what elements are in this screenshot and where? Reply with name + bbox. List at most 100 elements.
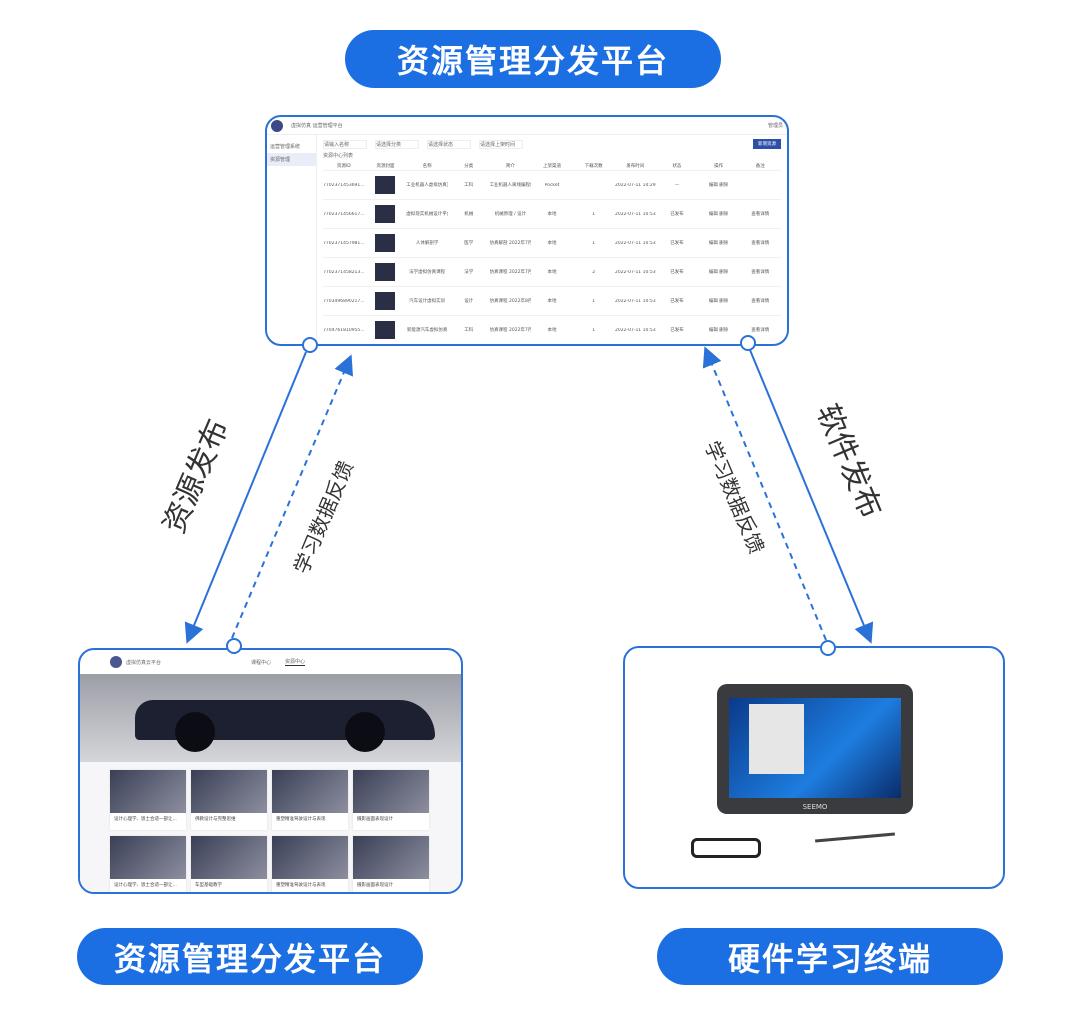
card-image [191,836,267,879]
table-cell: 仿真课程 2022年8月-2025年8月 [489,299,532,304]
nav-resources[interactable]: 资源中心 [285,659,306,666]
table-cell: 2022-07-11 14:29 [615,182,656,188]
resource-publish-arrow [184,351,307,644]
portal-screenshot: 虚拟仿真云平台 课程中心 资源中心 设计心理学、恩士合适一部让...佛教设计与完… [78,648,463,894]
label-resource-publish: 资源发布 [157,414,236,538]
terminal-screen [729,698,901,798]
table-cell[interactable]: 编辑 删除 [708,183,729,188]
filter-date[interactable]: 请选择上架时间 [479,139,523,149]
resource-thumbnail [365,205,407,223]
user-name: 管理员 [767,123,783,129]
resource-card[interactable]: 车型基础教学 [191,836,267,892]
resource-card[interactable]: 摄影画面表现设计 [353,770,429,830]
resource-thumbnail [365,321,407,339]
column-header: 上架渠道 [543,163,562,169]
table-cell: 人体解剖学 [415,241,439,246]
table-cell: 本地 [547,241,557,246]
table-cell: 7704761810955... [323,327,365,333]
card-image [272,836,348,879]
filter-category[interactable]: 请选择分类 [375,139,419,149]
table-cell[interactable]: 查看详情 [751,299,770,304]
resource-card[interactable]: 重塑精准驾驶设计与表现 [272,836,348,892]
resource-card[interactable]: 重塑精准驾驶设计与表现 [272,770,348,830]
card-image [353,836,429,879]
card-image [110,770,186,813]
table-cell: 7702371456617... [323,211,365,217]
resource-card[interactable]: 佛教设计与完整思维 [191,770,267,830]
column-header: 下载次数 [584,163,603,169]
column-header: 状态 [672,163,682,169]
table-cell[interactable]: 编辑 删除 [708,299,729,304]
card-title: 设计心理学、恩士合适一部让... [114,817,177,822]
software-publish-arrow [749,349,874,644]
filter-status[interactable]: 请选择状态 [427,139,471,149]
admin-screenshot: 虚拟仿真 运营管理平台 管理员 运营管理系统 资源管理 请输入名称 请选择分类 … [265,115,789,346]
connector-dot [302,337,318,353]
table-cell: 已发布 [670,212,684,217]
table-cell[interactable]: 编辑 删除 [708,270,729,275]
column-header: 名称 [422,163,432,169]
label-feedback-left: 学习数据反馈 [289,457,358,577]
table-cell[interactable]: 查看详情 [751,270,770,275]
column-header: 简介 [505,163,515,169]
terminal-device: SEEMO [717,684,913,814]
table-cell: 医学 [464,241,474,246]
table-cell: 1 [592,298,596,304]
resource-card[interactable]: 摄影画面表现设计 [353,836,429,892]
add-resource-button[interactable]: 新增资源 [753,139,781,149]
table-cell: 1 [592,240,596,246]
resource-thumbnail [365,263,407,281]
connector-dot [820,640,836,656]
card-title: 设计心理学、恩士合适一部让... [114,883,177,888]
nav-courses[interactable]: 课程中心 [251,659,272,666]
table-cell: 已发布 [670,241,684,246]
hero-banner [80,674,461,762]
table-cell: 机械 [464,212,474,217]
table-cell: 机械原理 / 设计 [494,212,527,217]
table-cell: 2022-07-11 10:53 [615,327,656,333]
table-cell: 新能源汽车虚拟仿真 [406,328,448,333]
bottom-right-title-pill: 硬件学习终端 [657,928,1003,985]
label-software-publish: 软件发布 [809,399,888,523]
table-cell: 仿真课程 2022年7月-2025年7月 [489,270,532,275]
column-header: 备注 [755,163,765,169]
table-cell[interactable]: 查看详情 [751,241,770,246]
table-row: 7702371453691...工业机器人虚拟仿真实训系统工科工业机器人离线编程… [323,171,781,200]
card-title: 重塑精准驾驶设计与表现 [276,817,326,822]
table-cell[interactable]: 编辑 删除 [708,212,729,217]
card-image [191,770,267,813]
table-cell: 已发布 [670,328,684,333]
table-cell[interactable]: 查看详情 [751,212,770,217]
column-header: 发布时间 [626,163,645,169]
feedback-arrow-right [702,346,827,641]
bottom-left-title-pill: 资源管理分发平台 [77,928,423,985]
logo-icon [110,656,122,668]
resource-thumbnail [365,176,407,194]
card-title: 车型基础教学 [195,883,222,888]
table-cell: 仿真解剖 2022年7月-2025年7月 [489,241,532,246]
table-cell: 2022-07-11 10:53 [615,211,656,217]
table-cell: — [674,182,680,188]
card-title: 摄影画面表现设计 [357,817,393,822]
table-cell: 本地 [547,212,557,217]
resource-card[interactable]: 设计心理学、恩士合适一部让... [110,836,186,892]
resource-card[interactable]: 设计心理学、恩士合适一部让... [110,770,186,830]
table-cell: 虚拟现实机械设计平台 [406,212,448,217]
table-cell: 2022-07-11 10:53 [615,298,656,304]
table-cell: 2022-07-11 10:53 [615,240,656,246]
sidebar-item-resources[interactable]: 资源管理 [267,153,316,166]
filter-name[interactable]: 请输入名称 [323,139,367,149]
table-cell[interactable]: 查看详情 [751,328,770,333]
card-title: 重塑精准驾驶设计与表现 [276,883,326,888]
resource-thumbnail [365,234,407,252]
table-cell: 2022-07-11 10:53 [615,269,656,275]
table-cell[interactable]: 编辑 删除 [708,328,729,333]
feedback-arrow-left [231,354,354,639]
table-cell: 汽车设计虚拟实训 [409,299,446,304]
table-cell[interactable]: 编辑 删除 [708,241,729,246]
